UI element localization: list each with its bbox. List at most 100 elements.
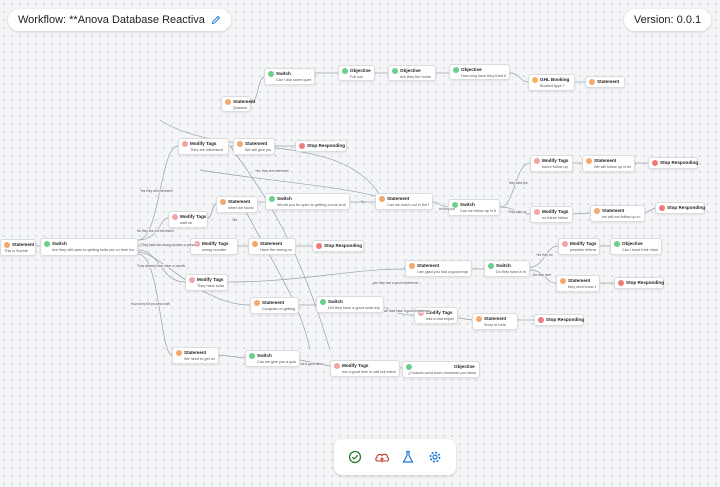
tag-icon — [534, 209, 540, 215]
switch-icon — [269, 196, 275, 202]
edge-label: They already have solar or panels — [137, 264, 186, 268]
objective-icon — [342, 68, 348, 74]
node-objective-home-owner[interactable]: Objective Are they the home owner — [388, 65, 436, 81]
statement-icon — [225, 99, 231, 105]
statement-icon — [176, 350, 182, 356]
node-switch-new-program[interactable]: Switch Would you be open to getting a lo… — [265, 193, 350, 210]
node-tags-future-follow-up[interactable]: Modify Tags future follow up — [530, 155, 573, 172]
calendar-icon — [532, 77, 538, 83]
node-objective-their-information[interactable]: Objective Can I have their information — [610, 238, 662, 255]
node-objective-when-call[interactable]: Objective ¿Cuándo sería buen momento por… — [402, 361, 480, 378]
node-switch-ask-questions[interactable]: Switch Can I ask some questions — [264, 68, 315, 85]
node-objective-full-son[interactable]: Objective Full son — [338, 65, 375, 81]
switch-icon — [488, 263, 494, 269]
node-statement-congrats-solar[interactable]: Statement Congrats on getting solar — [250, 297, 299, 314]
objective-icon — [614, 241, 620, 247]
stop-icon — [659, 205, 665, 211]
statement-icon — [586, 158, 592, 164]
node-statement-get-on-call[interactable]: Statement We need to get on a call — [172, 347, 219, 364]
node-statement-this-is-sophie[interactable]: Statement This is Sophie — [0, 239, 36, 256]
tag-icon — [534, 158, 540, 164]
node-stop-2[interactable]: Stop Responding — [648, 157, 698, 169]
tag-icon — [334, 363, 340, 369]
node-tags-interested[interactable]: Modify Tags They are interested — [178, 138, 229, 155]
cloud-upload-icon[interactable] — [374, 449, 390, 465]
node-tags-no-follow-up[interactable]: Modify Tags no future follow up — [530, 206, 573, 223]
tag-icon — [194, 241, 200, 247]
statement-icon — [252, 241, 258, 247]
node-tags-not-good-time[interactable]: Modify Tags not a good time to call but … — [330, 360, 400, 377]
stop-icon — [618, 280, 624, 286]
workflow-title-bar[interactable]: Workflow: **Anova Database Reactivation … — [8, 9, 231, 31]
edge-label: Yes they are interested — [140, 189, 173, 193]
node-statement-good-experience[interactable]: Statement I am glad you had a good exper… — [405, 260, 472, 277]
tag-icon — [182, 141, 188, 147]
tag-icon — [189, 277, 195, 283]
edge-label: we dont have a good experience — [384, 309, 431, 313]
statement-icon — [254, 300, 260, 306]
node-statement-reach-out[interactable]: Statement Can we reach out in the future… — [375, 193, 433, 210]
statement-icon — [379, 196, 385, 202]
edge-label: Yes — [232, 218, 238, 222]
node-statement-sorry-to-hear[interactable]: Statement Sorry to hear — [472, 313, 518, 330]
edge-label: No they dont — [533, 273, 552, 277]
statement-icon — [237, 141, 243, 147]
tag-icon — [172, 214, 178, 220]
node-ghl-booking[interactable]: GHL Booking Booked Appt ? — [528, 74, 575, 91]
tag-icon — [562, 241, 568, 247]
node-statement-when-found[interactable]: Statement when we found — [216, 196, 258, 213]
version-badge: Version: 0.0.1 — [624, 9, 711, 31]
statement-icon — [4, 242, 10, 248]
node-stop-1[interactable]: Stop Responding — [295, 140, 347, 152]
node-switch-quick-call[interactable]: Switch Can we give you a quick call — [245, 350, 300, 367]
flask-icon[interactable] — [400, 449, 416, 465]
check-circle-icon[interactable] — [347, 449, 363, 465]
edge-label: Yes they do — [536, 253, 553, 257]
statement-icon — [594, 208, 600, 214]
node-switch-referral[interactable]: Switch Do they have a referral — [484, 260, 530, 277]
statement-icon — [220, 199, 226, 205]
objective-icon — [392, 68, 398, 74]
node-objective-how-long[interactable]: Objective How long have they lived there — [449, 64, 510, 80]
node-tags-have-solar[interactable]: Modify Tags They have solar — [185, 274, 228, 291]
gear-icon[interactable] — [427, 449, 443, 465]
switch-icon — [249, 353, 255, 359]
node-statement-dont-know-anyone[interactable]: Statement they dont know anyone — [556, 275, 600, 292]
bottom-toolbar — [334, 439, 456, 475]
node-stop-6[interactable]: Stop Responding — [534, 314, 584, 326]
objective-icon — [406, 364, 412, 370]
node-statement-wrong-number[interactable]: Statement Have the wrong number — [248, 238, 296, 255]
node-statement-not-follow-up[interactable]: Statement we will not follow up in the f… — [590, 205, 645, 222]
switch-icon — [452, 202, 458, 208]
node-statement-end[interactable]: Statement — [585, 76, 625, 88]
node-statement-follow-up-future[interactable]: Statement We will follow up in the futur… — [582, 155, 635, 172]
edge-label: No — [361, 200, 366, 204]
node-tags-wait-no[interactable]: Modify Tags wait no — [168, 211, 208, 228]
switch-icon — [268, 71, 274, 77]
node-statement-call-soon[interactable]: Statement We will give you a call soon — [233, 138, 275, 155]
objective-icon — [453, 67, 459, 73]
node-stop-3[interactable]: Stop Responding — [655, 202, 705, 214]
node-tags-wrong-number[interactable]: Modify Tags wrong number — [190, 238, 238, 255]
node-stop-4[interactable]: Stop Responding — [312, 240, 364, 252]
node-stop-5[interactable]: Stop Responding — [614, 277, 664, 289]
node-tags-possible-referrals[interactable]: Modify Tags possible referrals — [558, 238, 600, 255]
edge-label: They said no — [508, 210, 527, 214]
edge-label: not a good time — [300, 362, 322, 366]
statement-icon — [476, 316, 482, 322]
tag-icon — [418, 310, 424, 316]
edit-pencil-icon[interactable] — [211, 15, 221, 25]
statement-icon — [409, 263, 415, 269]
workflow-title: Workflow: **Anova Database Reactivation … — [18, 14, 205, 26]
edge-label: They have the wrong number or person — [141, 243, 197, 247]
node-switch-good-solar-experience[interactable]: Switch Did they have a good solar experi… — [316, 296, 384, 313]
node-statement-questions[interactable]: Statement Questions — [221, 96, 255, 112]
version-label: Version: 0.0.1 — [633, 14, 702, 26]
node-switch-follow-up-future[interactable]: Switch Can we follow up in the future — [448, 199, 500, 216]
switch-icon — [320, 299, 326, 305]
switch-icon — [44, 241, 50, 247]
stop-icon — [316, 243, 322, 249]
edge-label: How does the process work — [131, 302, 171, 306]
node-switch-still-open-solar[interactable]: Switch Are they still open to getting so… — [40, 238, 138, 256]
edge-label: no they not — [439, 207, 455, 211]
